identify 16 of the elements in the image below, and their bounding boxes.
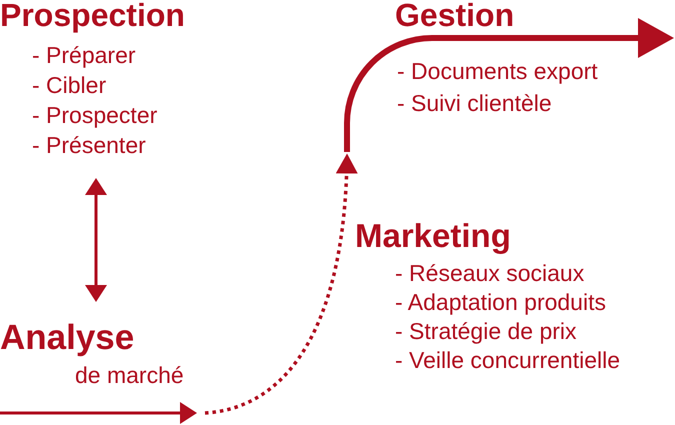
- list-item: - Stratégie de prix: [395, 317, 577, 346]
- list-item: - Présenter: [32, 131, 146, 160]
- list-item: - Adaptation produits: [395, 288, 606, 317]
- arrow: [0, 402, 197, 424]
- stage-heading: Gestion: [395, 0, 514, 30]
- list-item: - Préparer: [32, 41, 136, 70]
- list-item: - Prospecter: [32, 101, 158, 130]
- list-item: - Veille concurrentielle: [395, 346, 620, 375]
- list-item: - Réseaux sociaux: [395, 259, 584, 288]
- dotted-arrow: [204, 154, 358, 415]
- list-item: - Documents export: [397, 57, 598, 86]
- stage-heading: Analyse: [0, 321, 134, 354]
- subtitle: de marché: [75, 361, 184, 390]
- list-item: - Suivi clientèle: [397, 89, 552, 118]
- double-headed-arrow: [85, 178, 107, 302]
- list-item: - Cibler: [32, 71, 106, 100]
